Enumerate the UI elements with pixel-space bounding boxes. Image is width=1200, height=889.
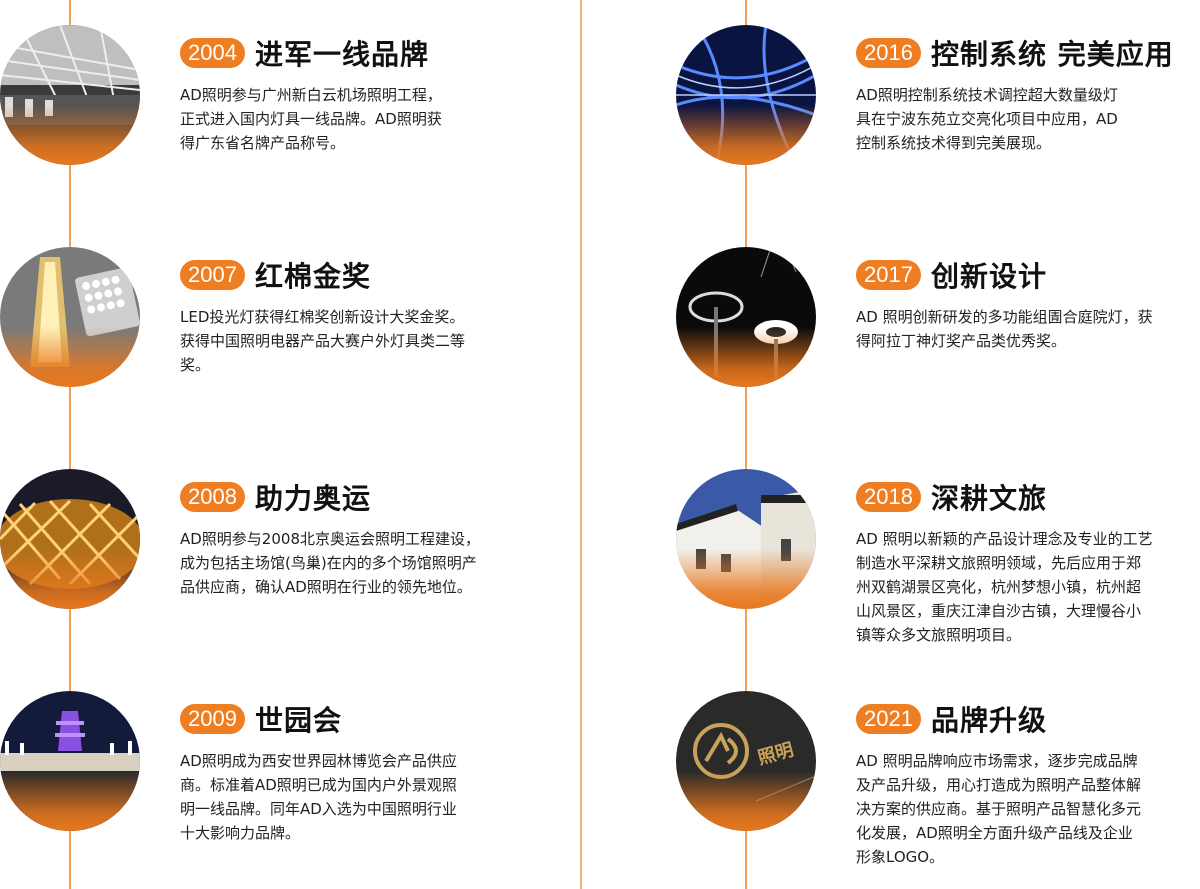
year-badge: 2007 [180, 260, 245, 290]
year-badge: 2008 [180, 482, 245, 512]
timeline-entry-2004: 2004 进军一线品牌 AD照明参与广州新白云机场照明工程， 正式进入国内灯具一… [0, 25, 560, 225]
entry-description: AD 照明创新研发的多功能组圊合庭院灯，获 得阿拉丁神灯奖产品类优秀奖。 [856, 308, 1153, 350]
interchange-image [676, 25, 816, 165]
timeline-entry-2021: 照明 2021 品牌升级 AD 照明品牌响应市场需求，逐步完成品牌 及产品升级，… [676, 691, 1200, 889]
entry-title: 世园会 [254, 704, 342, 737]
ancient-town-image [676, 469, 816, 609]
year-badge: 2018 [856, 482, 921, 512]
airport-terminal-image [0, 25, 140, 165]
entry-title: 红棉金奖 [254, 260, 371, 293]
year-badge: 2009 [180, 704, 245, 734]
timeline-entry-2017: 2017 创新设计 AD 照明创新研发的多功能组圊合庭院灯，获 得阿拉丁神灯奖产… [676, 247, 1200, 447]
entry-title: 控制系统 完美应用 [930, 38, 1174, 71]
entry-description: AD 照明品牌响应市场需求，逐步完成品牌 及产品升级，用心打造成为照明产品整体解… [856, 752, 1142, 866]
entry-title: 深耕文旅 [930, 482, 1047, 515]
courtyard-lamp-image [676, 247, 816, 387]
pagoda-bridge-image [0, 691, 140, 831]
entry-title: 进军一线品牌 [254, 38, 429, 71]
year-badge: 2016 [856, 38, 921, 68]
entry-description: AD照明控制系统技术调控超大数量级灯 具在宁波东苑立交亮化项目中应用，AD 控制… [856, 86, 1118, 152]
year-badge: 2021 [856, 704, 921, 734]
timeline-entry-2009: 2009 世园会 AD照明成为西安世界园林博览会产品供应 商。标准着AD照明已成… [0, 691, 560, 889]
timeline-line-left [69, 0, 71, 889]
entry-title: 助力奥运 [254, 482, 371, 515]
year-badge: 2004 [180, 38, 245, 68]
timeline-entry-2018: 2018 深耕文旅 AD 照明以新颖的产品设计理念及专业的工艺 制造水平深耕文旅… [676, 469, 1200, 669]
led-floodlight-image [0, 247, 140, 387]
ad-brand-logo-image: 照明 [676, 691, 816, 831]
birds-nest-image [0, 469, 140, 609]
timeline-entry-2007: 2007 红棉金奖 LED投光灯获得红棉奖创新设计大奖金奖。 获得中国照明电器产… [0, 247, 560, 447]
entry-description: AD照明参与2008北京奥运会照明工程建设， 成为包括主场馆(鸟巢)在内的多个场… [180, 530, 480, 596]
entry-title: 品牌升级 [930, 704, 1047, 737]
entry-description: AD照明参与广州新白云机场照明工程， 正式进入国内灯具一线品牌。AD照明获 得广… [180, 86, 442, 152]
entry-title: 创新设计 [930, 260, 1047, 293]
column-divider [580, 0, 582, 889]
year-badge: 2017 [856, 260, 921, 290]
timeline-entry-2016: 2016 控制系统 完美应用 AD照明控制系统技术调控超大数量级灯 具在宁波东苑… [676, 25, 1200, 225]
entry-description: LED投光灯获得红棉奖创新设计大奖金奖。 获得中国照明电器产品大赛户外灯具类二等… [180, 308, 466, 374]
timeline-line-right [745, 0, 747, 889]
entry-description: AD 照明以新颖的产品设计理念及专业的工艺 制造水平深耕文旅照明领域，先后应用于… [856, 530, 1153, 644]
timeline-entry-2008: 2008 助力奥运 AD照明参与2008北京奥运会照明工程建设， 成为包括主场馆… [0, 469, 560, 669]
entry-description: AD照明成为西安世界园林博览会产品供应 商。标准着AD照明已成为国内户外景观照 … [180, 752, 457, 842]
